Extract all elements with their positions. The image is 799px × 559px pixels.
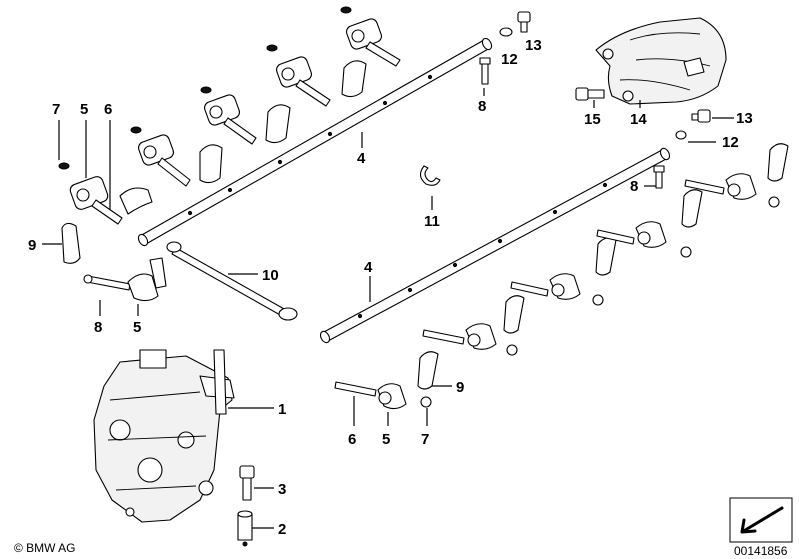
callout-12-mid: 12 [722,134,739,151]
upper-rocker-shaft[interactable] [137,37,494,247]
screw-and-spacer[interactable] [237,465,255,547]
callout-5-left: 5 [80,101,88,118]
callout-6-right: 6 [348,431,356,448]
circlip[interactable] [419,165,441,186]
leader-lines [42,88,734,529]
callout-5-bottom: 5 [133,319,141,336]
callout-8-right: 8 [630,178,638,195]
callout-1: 1 [278,401,286,418]
callout-9-left: 9 [28,237,36,254]
diagram-number: 00141856 [734,544,788,558]
callout-12-top: 12 [501,51,518,68]
orientation-arrow-icon [740,506,784,534]
callout-9-right: 9 [456,379,464,396]
callout-10: 10 [262,267,279,284]
upper-rocker-arms[interactable] [58,6,401,264]
callout-11: 11 [424,213,440,230]
housing-cover[interactable] [595,17,727,105]
callout-13-top: 13 [525,37,542,54]
callout-6-left: 6 [104,101,112,118]
lower-rocker-shaft[interactable] [319,147,672,344]
callout-13-mid: 13 [736,110,753,127]
callout-5-right: 5 [382,431,390,448]
lower-rocker-arms[interactable] [334,143,789,410]
callout-labels: 7 5 6 9 4 8 12 13 15 14 13 12 8 11 10 4 … [28,37,753,538]
callout-14: 14 [630,111,647,128]
callout-4-lower: 4 [364,259,373,276]
selector-lever[interactable] [83,257,167,302]
callout-8-bottom: 8 [94,319,102,336]
callout-2: 2 [278,521,286,538]
callout-3: 3 [278,481,286,498]
small-hardware[interactable] [479,11,711,189]
link-rod[interactable] [166,241,298,321]
diagram-number-box: 00141856 [729,497,793,558]
actuator-unit[interactable] [93,349,235,523]
callout-15: 15 [584,111,601,128]
copyright-text: © BMW AG [14,541,76,555]
callout-4-upper: 4 [357,150,366,167]
callout-7-right: 7 [421,431,429,448]
callout-8-top: 8 [478,98,486,115]
callout-7-left: 7 [52,101,60,118]
